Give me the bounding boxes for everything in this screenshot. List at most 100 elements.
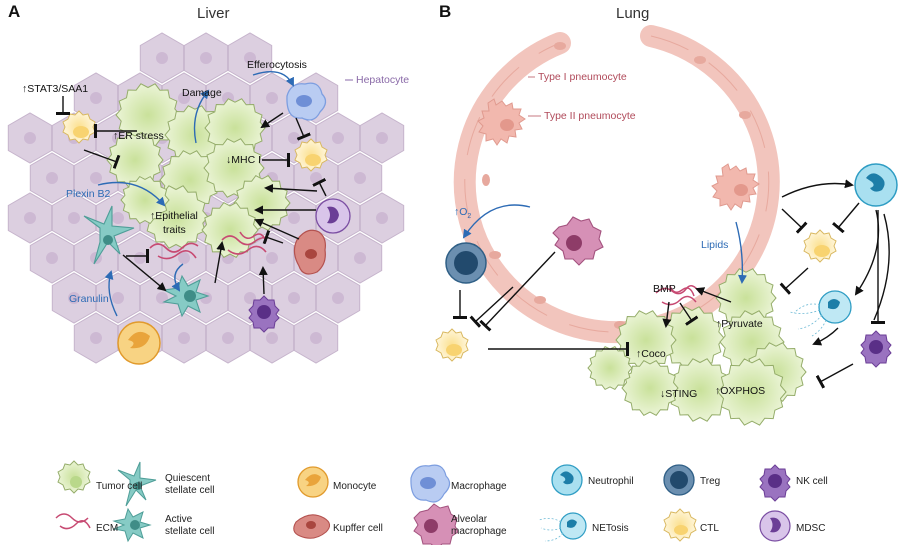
type-ii-pneumocyte-left xyxy=(477,98,526,146)
oxphos-label: ↑OXPHOS xyxy=(715,385,765,397)
lipids-label: Lipids xyxy=(701,239,728,251)
hepatocyte-nucleus xyxy=(90,172,102,184)
alveolar-macrophage-cell-lung xyxy=(552,216,604,266)
legend-label-quiescent-line1: Quiescent xyxy=(165,473,210,484)
tumor-cell xyxy=(615,310,677,370)
legend-label-ctl: CTL xyxy=(700,523,719,534)
hepatocyte-nucleus xyxy=(68,292,80,304)
nk-cell-lung xyxy=(860,330,892,368)
hepatocyte-nucleus xyxy=(288,132,300,144)
hepatocyte-nucleus xyxy=(200,52,212,64)
hepatocyte-nucleus xyxy=(332,132,344,144)
legend-icon-monocyte xyxy=(297,466,329,498)
hepatocyte-nucleus xyxy=(46,172,58,184)
hepatocyte-nucleus xyxy=(288,212,300,224)
ctl-cell-liver-2 xyxy=(294,138,328,172)
legend-icon-ecm xyxy=(55,513,91,530)
hepatocyte-nucleus xyxy=(310,332,322,344)
stat3-label: ↑STAT3/SAA1 xyxy=(22,83,88,95)
legend-label-macrophage: Macrophage xyxy=(451,481,507,492)
legend-label-active-line1: Active xyxy=(165,514,193,525)
hepatocyte-nucleus xyxy=(178,92,190,104)
legend-icon-quiescent xyxy=(117,461,157,507)
lung-arrows xyxy=(453,76,890,389)
ctl-cell-liver-1 xyxy=(62,110,96,144)
legend-icon-nk xyxy=(759,464,791,502)
nk-cell-liver xyxy=(248,295,280,333)
type-i-pneumocyte-label: Type I pneumocyte xyxy=(538,71,627,83)
hepatocyte-nucleus xyxy=(310,172,322,184)
hepatocyte-label: Hepatocyte xyxy=(356,74,409,86)
hepatocyte-nucleus xyxy=(24,212,36,224)
hepatocyte-nucleus xyxy=(112,212,124,224)
monocyte-cell-liver xyxy=(117,321,161,365)
tumor-cell xyxy=(587,345,633,391)
type-ii-pneumocyte-label: Type II pneumocyte xyxy=(544,110,636,122)
granulin-label: Granulin xyxy=(69,293,109,305)
legend-icon-kupffer xyxy=(293,514,331,539)
sting-label: ↓STING xyxy=(660,388,697,400)
coco-label: ↑Coco xyxy=(636,348,666,360)
plexin-label: Plexin B2 xyxy=(66,188,111,200)
hepatocyte-nucleus xyxy=(376,212,388,224)
panel-a-title: Liver xyxy=(197,5,230,22)
er-stress-label: ↑ER stress xyxy=(113,130,164,142)
epithelial-label-line1: ↑Epithelial xyxy=(150,210,198,222)
legend-icon-ctl xyxy=(663,508,697,542)
legend-icon-mdsc xyxy=(759,510,791,542)
panel-a-liver: A Liver xyxy=(7,2,409,365)
legend-label-quiescent-line2: stellate cell xyxy=(165,485,214,496)
netosis-cell-lung xyxy=(789,290,852,337)
legend-label-netosis: NETosis xyxy=(592,523,629,534)
pyruvate-label: ↑Pyruvate xyxy=(716,318,763,330)
hepatocyte-nucleus xyxy=(178,252,190,264)
ctl-cell-lung-2 xyxy=(803,229,837,263)
legend-icon-tumor xyxy=(57,460,91,494)
legend-label-ecm: ECM xyxy=(96,523,118,534)
damage-label: Damage xyxy=(182,87,222,99)
kupffer-cell-liver xyxy=(293,229,326,275)
macrophage-cell-liver xyxy=(286,82,327,121)
mdsc-cell-liver xyxy=(315,198,351,234)
legend-label-tumor: Tumor cell xyxy=(96,481,142,492)
tumor-cell xyxy=(717,358,787,426)
hepatocyte-nucleus xyxy=(24,132,36,144)
hepatocyte-nucleus xyxy=(156,52,168,64)
liver-arrows xyxy=(56,71,353,317)
treg-cell-lung xyxy=(445,242,487,284)
neutrophil-cell-lung xyxy=(854,163,898,207)
legend-label-quiescent: Quiescent stellate cell xyxy=(165,473,214,496)
hepatocyte-nucleus xyxy=(332,292,344,304)
efferocytosis-label: Efferocytosis xyxy=(247,59,307,71)
legend-label-active: Active stellate cell xyxy=(165,514,214,537)
panel-a-letter: A xyxy=(8,2,20,21)
bmp-label: BMP xyxy=(653,283,676,295)
hepatocyte-nucleus xyxy=(376,132,388,144)
hepatocyte-nucleus xyxy=(354,252,366,264)
hepatocyte-nucleus xyxy=(134,252,146,264)
legend-icon-neutrophil xyxy=(551,464,583,496)
hepatocyte-nucleus xyxy=(288,292,300,304)
tumor-cell xyxy=(120,175,170,225)
panel-b-title: Lung xyxy=(616,5,649,22)
lung-ecm xyxy=(655,285,701,306)
legend-label-monocyte: Monocyte xyxy=(333,481,377,492)
tumor-cell xyxy=(621,360,679,416)
panel-b-letter: B xyxy=(439,2,451,21)
epithelial-label-line2: traits xyxy=(163,224,186,236)
ctl-cell-lung-1 xyxy=(435,328,469,362)
legend-label-mdsc: MDSC xyxy=(796,523,825,534)
legend-label-alveolar-line2: macrophage xyxy=(451,526,507,537)
hepatocyte-nucleus xyxy=(178,332,190,344)
legend-icon-active xyxy=(112,507,152,543)
oxygen-label-main: ↑O xyxy=(454,206,467,218)
quiescent-stellate-cell-liver xyxy=(83,205,135,265)
hepatocyte-nucleus xyxy=(244,292,256,304)
legend-label-active-line2: stellate cell xyxy=(165,526,214,537)
mhc-label: ↓MHC I xyxy=(226,154,261,166)
legend-label-alveolar: Alveolar macrophage xyxy=(451,514,507,537)
legend: Tumor cell ECM Quiescent stellate cell A… xyxy=(55,460,828,545)
oxygen-label-subscript: 2 xyxy=(467,213,471,220)
legend-label-neutrophil: Neutrophil xyxy=(588,476,634,487)
type-ii-pneumocyte-right xyxy=(711,163,760,211)
